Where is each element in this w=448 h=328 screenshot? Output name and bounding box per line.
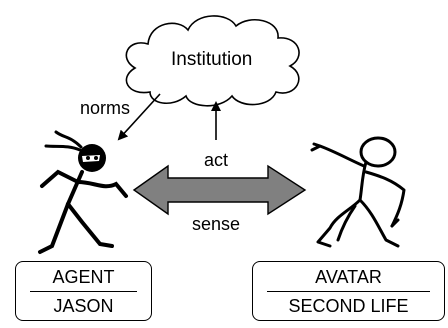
institution-label: Institution <box>171 49 253 70</box>
agent-ninja-figure <box>38 130 128 254</box>
agent-jason-box: AGENT JASON <box>15 261 152 321</box>
sense-label: sense <box>192 214 241 234</box>
norms-arrow <box>117 93 161 141</box>
avatar-second-life-box: AVATAR SECOND LIFE <box>252 261 445 321</box>
avatar-figure <box>310 136 406 248</box>
avatar-box-divider <box>267 291 430 292</box>
act-label: act <box>204 150 229 170</box>
institution-cloud <box>125 15 300 107</box>
avatar-box-top-label: AVATAR <box>315 267 382 287</box>
agent-box-bottom-label: JASON <box>53 296 114 316</box>
agent-box-top-label: AGENT <box>52 267 115 287</box>
sense-act-double-arrow <box>132 164 307 216</box>
avatar-box-bottom-label: SECOND LIFE <box>288 296 409 316</box>
norms-label: norms <box>80 98 131 118</box>
agent-box-divider <box>30 291 137 292</box>
